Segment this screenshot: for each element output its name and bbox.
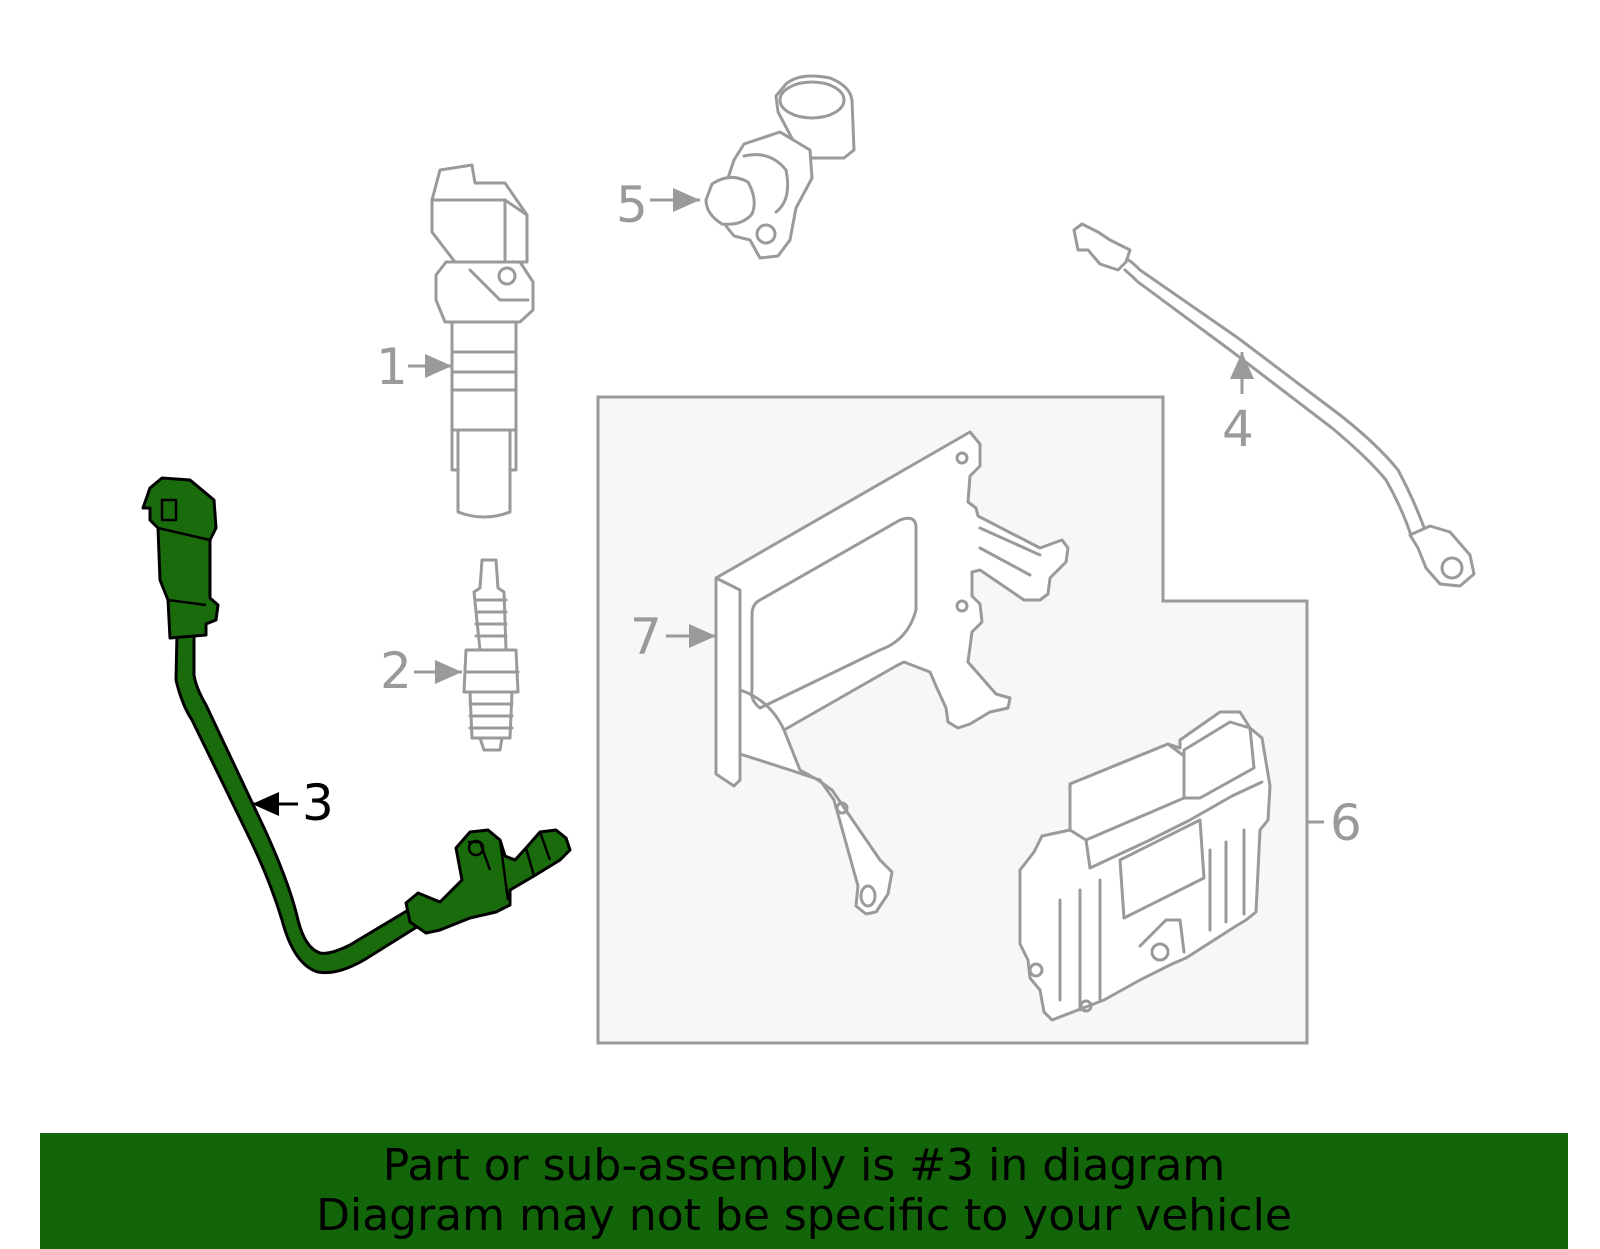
spark-plug-icon[interactable] (462, 558, 520, 752)
ignition-coil-icon[interactable] (430, 163, 535, 519)
callout-6: 6 (1330, 794, 1362, 852)
ecm-bracket-icon[interactable] (714, 430, 1070, 916)
banner-line-1: Part or sub-assembly is #3 in diagram (382, 1140, 1226, 1191)
knock-sensor-icon[interactable] (1072, 222, 1476, 588)
crankshaft-position-sensor-icon[interactable] (141, 476, 572, 975)
callout-5: 5 (616, 176, 648, 234)
callout-4: 4 (1222, 400, 1254, 458)
banner-line-2: Diagram may not be specific to your vehi… (316, 1190, 1292, 1241)
callout-2: 2 (380, 642, 412, 700)
callout-7: 7 (630, 608, 662, 666)
callout-3: 3 (302, 774, 334, 832)
camshaft-position-sensor-icon[interactable] (704, 74, 856, 260)
info-banner: Part or sub-assembly is #3 in diagram Di… (40, 1133, 1568, 1249)
engine-control-module-icon[interactable] (1018, 710, 1272, 1022)
callout-1: 1 (376, 338, 408, 396)
